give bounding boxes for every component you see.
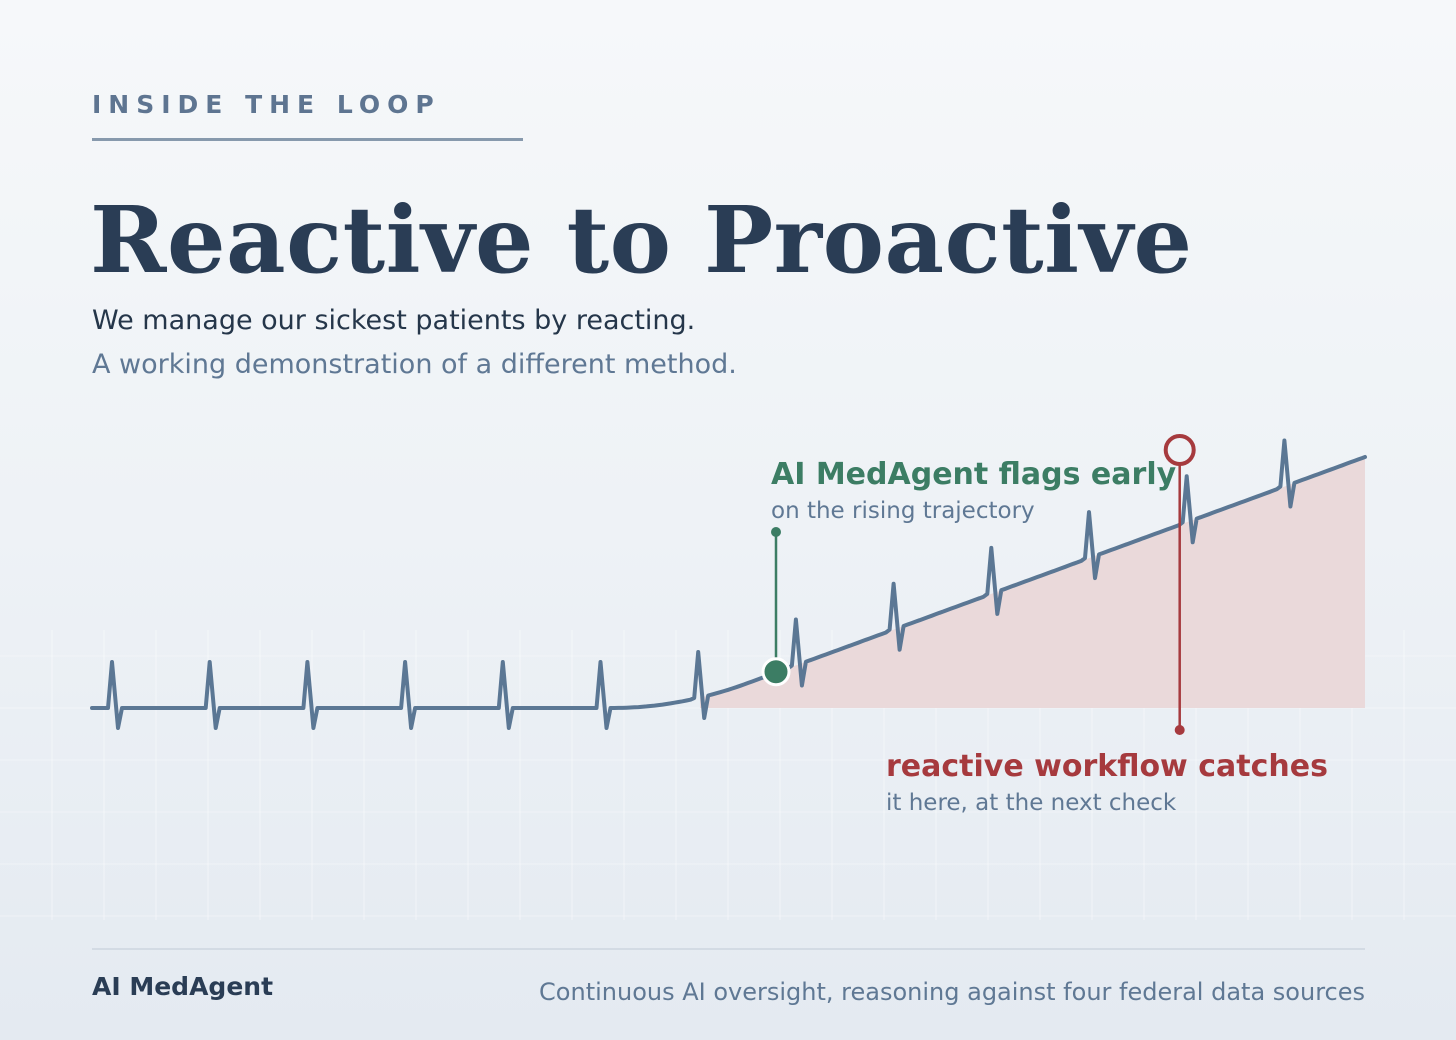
late-catch-connector-dot — [1174, 725, 1185, 735]
late-catch-subtitle: it here, at the next check — [886, 790, 1177, 816]
footer-brand: AI MedAgent — [92, 972, 274, 1001]
footer-divider — [92, 948, 1365, 950]
late-catch-title: reactive workflow catches — [886, 749, 1328, 784]
subtitle-primary: We manage our sickest patients by reacti… — [92, 305, 696, 336]
early-flag-marker — [761, 657, 791, 687]
eyebrow-divider — [92, 138, 523, 141]
early-flag-title: AI MedAgent flags early — [771, 457, 1177, 492]
late-catch-marker — [1163, 434, 1196, 466]
subtitle-secondary: A working demonstration of a different m… — [92, 349, 737, 380]
vital-sign-trace-line — [90, 438, 1367, 730]
early-flag-subtitle: on the rising trajectory — [771, 498, 1035, 524]
early-flag-connector-dot — [771, 527, 781, 537]
eyebrow-label: INSIDE THE LOOP — [92, 90, 441, 119]
page-title: Reactive to Proactive — [90, 186, 1193, 294]
footer-tagline: Continuous AI oversight, reasoning again… — [539, 978, 1365, 1006]
